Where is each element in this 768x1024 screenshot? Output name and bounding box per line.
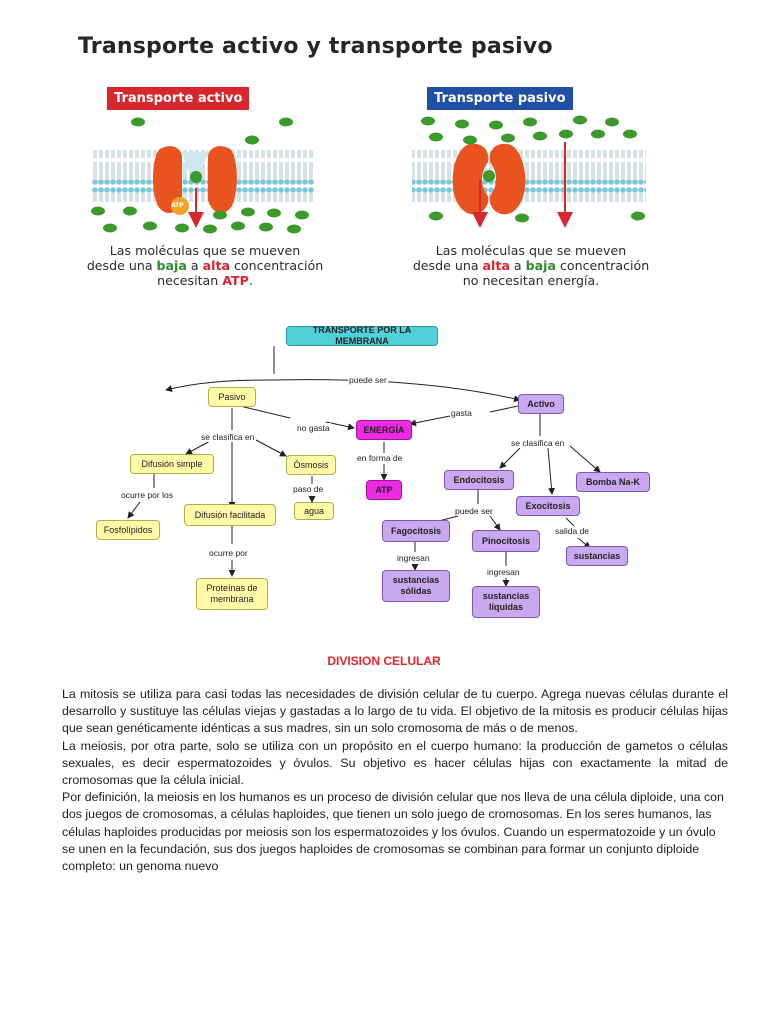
link-puede-ser-endocitosis: puede ser (454, 506, 494, 516)
concept-map: TRANSPORTE POR LA MEMBRANA puede ser Pas… (90, 322, 680, 622)
node-energia: ENERGÍA (356, 420, 412, 440)
passive-caption: Las moléculas que se mueven desde una al… (378, 243, 684, 288)
link-en-forma-de: en forma de (356, 453, 404, 463)
link-salida-de: salida de (554, 526, 591, 536)
link-ingresan-pinocitosis: ingresan (486, 567, 521, 577)
passive-transport-label: Transporte pasivo (427, 87, 573, 110)
caption-highlight-high: alta (202, 258, 230, 273)
active-transport-label: Transporte activo (107, 87, 250, 110)
molecules-right (421, 115, 645, 223)
active-caption-line1: Las moléculas que se mueven (109, 243, 301, 258)
active-transport-protein (153, 146, 237, 215)
caption-text: a (509, 258, 526, 273)
membrane-illustration (91, 115, 646, 234)
link-ocurre-por-los: ocurre por los (120, 490, 174, 500)
active-caption-line2: desde una baja a alta concentración (50, 258, 360, 273)
caption-text: . (248, 273, 253, 288)
node-agua: agua (294, 502, 334, 520)
node-fagocitosis: Fagocitosis (382, 520, 450, 542)
link-se-clasifica-en-activo: se clasifica en (510, 438, 566, 448)
atp-label: ATP (171, 202, 184, 209)
node-osmosis: Ósmosis (286, 455, 336, 475)
caption-text: concentración (229, 258, 324, 273)
link-ingresan-fagocitosis: ingresan (396, 553, 431, 563)
caption-text: desde una (86, 258, 157, 273)
paragraph-mitosis: La mitosis se utiliza para casi todas la… (62, 687, 728, 736)
node-pinocitosis: Pinocitosis (472, 530, 540, 552)
link-gasta: gasta (450, 408, 473, 418)
lipid-bilayer-right (412, 150, 646, 202)
figure-title: Transporte activo y transporte pasivo (78, 34, 553, 59)
concept-map-connectors (127, 346, 601, 587)
node-sustancias: sustancias (566, 546, 628, 566)
node-proteinas-membrana: Proteínas de membrana (196, 578, 268, 610)
passive-caption-line3: no necesitan energía. (462, 273, 600, 288)
node-transporte-membrana: TRANSPORTE POR LA MEMBRANA (286, 325, 438, 346)
caption-text: concentración (555, 258, 650, 273)
node-bomba-na-k: Bomba Na-K (576, 472, 650, 492)
node-fosfolipidos: Fosfolípidos (96, 520, 160, 540)
caption-text: a (186, 258, 203, 273)
passive-caption-line2: desde una alta a baja concentración (378, 258, 684, 273)
caption-highlight-high: alta (482, 258, 510, 273)
node-sustancias-solidas: sustancias sólidas (382, 570, 450, 602)
caption-highlight-low: baja (156, 258, 187, 273)
link-ocurre-por: ocurre por (208, 548, 249, 558)
section-title: DIVISION CELULAR (327, 654, 441, 668)
caption-highlight-atp: ATP (222, 273, 249, 288)
node-difusion-facilitada: Difusión facilitada (184, 504, 276, 526)
link-paso-de: paso de (292, 484, 325, 494)
caption-text: necesitan (157, 273, 223, 288)
active-caption-line3: necesitan ATP. (50, 273, 360, 288)
active-caption: Las moléculas que se mueven desde una ba… (50, 243, 360, 288)
transport-comparison-figure: Transporte activo y transporte pasivo Tr… (50, 30, 690, 292)
paragraph-meiosis-definition: Por definición, la meiosis en los humano… (62, 790, 724, 874)
link-no-gasta: no gasta (296, 423, 331, 433)
node-pasivo: Pasivo (208, 387, 256, 407)
body-text: La mitosis se utiliza para casi todas la… (62, 686, 728, 875)
node-sustancias-liquidas: sustancias líquidas (472, 586, 540, 618)
node-activo: Activo (518, 394, 564, 414)
node-endocitosis: Endocitosis (444, 470, 514, 490)
molecules-left (91, 117, 309, 234)
passive-caption-line1: Las moléculas que se mueven (435, 243, 627, 258)
node-exocitosis: Exocitosis (516, 496, 580, 516)
paragraph-meiosis: La meiosis, por otra parte, solo se util… (62, 738, 728, 788)
link-puede-ser: puede ser (348, 375, 388, 385)
node-atp: ATP (366, 480, 402, 500)
link-se-clasifica-en-pasivo: se clasifica en (200, 432, 256, 442)
caption-highlight-low: baja (525, 258, 556, 273)
node-difusion-simple: Difusión simple (130, 454, 214, 474)
caption-text: desde una (412, 258, 483, 273)
